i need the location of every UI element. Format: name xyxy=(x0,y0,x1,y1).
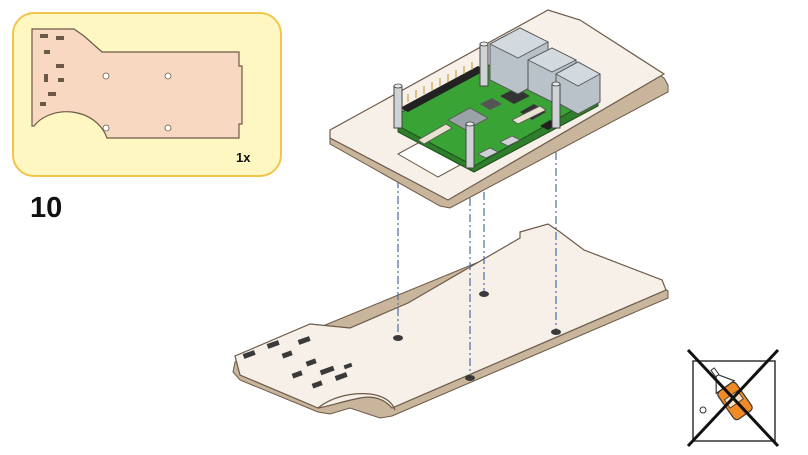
alignment-guides xyxy=(397,152,557,375)
base-plate xyxy=(232,223,669,419)
mount-hole xyxy=(465,375,475,381)
raspberry-pi-board xyxy=(397,27,601,173)
mount-hole xyxy=(551,329,561,335)
no-glue-icon xyxy=(686,348,780,448)
part-outline-base-plate xyxy=(31,28,243,139)
part-quantity: 1x xyxy=(236,150,251,165)
standoffs xyxy=(393,41,561,169)
mount-hole xyxy=(479,291,489,297)
step-number: 10 xyxy=(30,192,63,224)
base-slots xyxy=(242,336,353,389)
mount-hole xyxy=(393,335,403,341)
parts-card: 1x xyxy=(12,12,282,177)
top-plate-assembly xyxy=(329,9,669,209)
